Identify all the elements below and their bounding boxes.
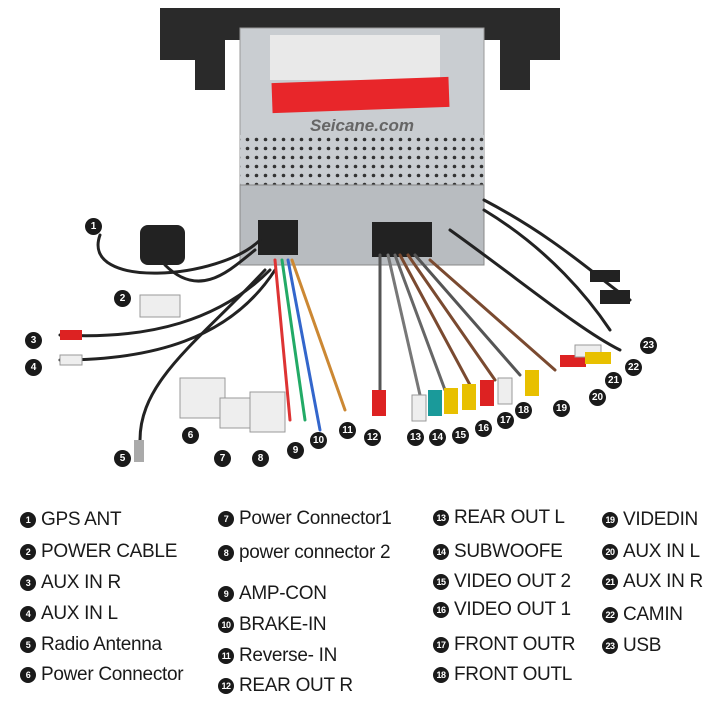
legend-item: 16 VIDEO OUT 1 bbox=[433, 599, 571, 621]
marker-4: 4 bbox=[25, 359, 42, 376]
legend-number-badge: 17 bbox=[433, 637, 449, 653]
legend-number-badge: 23 bbox=[602, 638, 618, 654]
legend-label: AUX IN L bbox=[623, 541, 700, 562]
legend-item: 1 GPS ANT bbox=[20, 509, 122, 531]
legend-number-badge: 3 bbox=[20, 575, 36, 591]
legend-item: 5 Radio Antenna bbox=[20, 634, 162, 656]
legend-item: 4 AUX IN L bbox=[20, 603, 118, 625]
legend-number-badge: 8 bbox=[218, 545, 234, 561]
legend-number-badge: 19 bbox=[602, 512, 618, 528]
legend-label: Power Connector bbox=[41, 664, 184, 685]
legend-number-badge: 4 bbox=[20, 606, 36, 622]
marker-19: 19 bbox=[553, 400, 570, 417]
marker-10: 10 bbox=[310, 432, 327, 449]
legend-label: power connector 2 bbox=[239, 542, 391, 563]
marker-6: 6 bbox=[182, 427, 199, 444]
legend-label: Power Connector1 bbox=[239, 508, 392, 529]
marker-9: 9 bbox=[287, 442, 304, 459]
legend-label: AUX IN R bbox=[623, 571, 703, 592]
product-photo: Seicane.com 1 2 3 4 5 6 7 8 9 10 11 12 1… bbox=[25, 8, 657, 467]
legend-item: 18 FRONT OUTL bbox=[433, 664, 572, 686]
marker-15: 15 bbox=[452, 427, 469, 444]
legend-item: 3 AUX IN R bbox=[20, 572, 121, 594]
legend-item: 10 BRAKE-IN bbox=[218, 614, 327, 636]
legend-item: 11 Reverse- IN bbox=[218, 645, 337, 667]
legend-number-badge: 22 bbox=[602, 607, 618, 623]
legend-item: 17 FRONT OUTR bbox=[433, 634, 576, 656]
marker-16: 16 bbox=[475, 420, 492, 437]
legend-label: REAR OUT L bbox=[454, 507, 565, 528]
marker-2: 2 bbox=[114, 290, 131, 307]
legend-label: FRONT OUTL bbox=[454, 664, 573, 685]
marker-14: 14 bbox=[429, 429, 446, 446]
marker-21: 21 bbox=[605, 372, 622, 389]
legend-number-badge: 11 bbox=[218, 648, 234, 664]
warning-sticker bbox=[271, 76, 450, 114]
legend-label: BRAKE-IN bbox=[239, 614, 327, 635]
legend-label: AUX IN L bbox=[41, 603, 118, 624]
legend-label: USB bbox=[623, 635, 662, 656]
legend-label: SUBWOOFE bbox=[454, 541, 563, 562]
marker-23: 23 bbox=[640, 337, 657, 354]
legend-label: VIDEO OUT 2 bbox=[454, 571, 571, 592]
legend-item: 22 CAMIN bbox=[602, 604, 683, 626]
legend-item: 14 SUBWOOFE bbox=[433, 541, 563, 563]
legend-item: 21 AUX IN R bbox=[602, 571, 703, 593]
legend-number-badge: 18 bbox=[433, 667, 449, 683]
legend-item: 19 VIDEDIN bbox=[602, 509, 698, 531]
marker-13: 13 bbox=[407, 429, 424, 446]
marker-8: 8 bbox=[252, 450, 269, 467]
legend-number-badge: 5 bbox=[20, 637, 36, 653]
marker-3: 3 bbox=[25, 332, 42, 349]
legend-item: 7 Power Connector1 bbox=[218, 508, 392, 530]
rca-plugs bbox=[59, 270, 630, 462]
legend-label: CAMIN bbox=[623, 604, 683, 625]
legend-item: 9 AMP-CON bbox=[218, 583, 327, 605]
legend-number-badge: 1 bbox=[20, 512, 36, 528]
legend-label: AUX IN R bbox=[41, 572, 121, 593]
marker-1: 1 bbox=[85, 218, 102, 235]
legend-number-badge: 10 bbox=[218, 617, 234, 633]
marker-22: 22 bbox=[625, 359, 642, 376]
legend-item: 12 REAR OUT R bbox=[218, 675, 353, 697]
legend-label: VIDEDIN bbox=[623, 509, 698, 530]
marker-17: 17 bbox=[497, 412, 514, 429]
legend-number-badge: 2 bbox=[20, 544, 36, 560]
legend-label: AMP-CON bbox=[239, 583, 327, 604]
legend-number-badge: 6 bbox=[20, 667, 36, 683]
legend-label: GPS ANT bbox=[41, 509, 122, 530]
marker-11: 11 bbox=[339, 422, 356, 439]
marker-5: 5 bbox=[114, 450, 131, 467]
legend-number-badge: 15 bbox=[433, 574, 449, 590]
marker-20: 20 bbox=[589, 389, 606, 406]
legend-number-badge: 16 bbox=[433, 602, 449, 618]
marker-18: 18 bbox=[515, 402, 532, 419]
head-unit-illustration bbox=[58, 8, 632, 462]
legend-label: FRONT OUTR bbox=[454, 634, 576, 655]
legend-label: VIDEO OUT 1 bbox=[454, 599, 571, 620]
marker-12: 12 bbox=[364, 429, 381, 446]
legend-label: Reverse- IN bbox=[239, 645, 338, 666]
brand-watermark: Seicane.com bbox=[310, 116, 414, 135]
legend-number-badge: 20 bbox=[602, 544, 618, 560]
legend-number-badge: 7 bbox=[218, 511, 234, 527]
legend-label: Radio Antenna bbox=[41, 634, 162, 655]
legend-item: 15 VIDEO OUT 2 bbox=[433, 571, 571, 593]
legend-item: 6 Power Connector bbox=[20, 664, 184, 686]
legend-item: 8 power connector 2 bbox=[218, 542, 391, 564]
legend-label: REAR OUT R bbox=[239, 675, 353, 696]
legend-item: 20 AUX IN L bbox=[602, 541, 700, 563]
marker-7: 7 bbox=[214, 450, 231, 467]
legend-number-badge: 12 bbox=[218, 678, 234, 694]
gps-antenna bbox=[140, 225, 185, 265]
legend-number-badge: 13 bbox=[433, 510, 449, 526]
legend-item: 23 USB bbox=[602, 635, 661, 657]
legend-label: POWER CABLE bbox=[41, 541, 178, 562]
legend-number-badge: 14 bbox=[433, 544, 449, 560]
legend-number-badge: 21 bbox=[602, 574, 618, 590]
legend-number-badge: 9 bbox=[218, 586, 234, 602]
label-sheet bbox=[270, 35, 440, 80]
legend-item: 2 POWER CABLE bbox=[20, 541, 177, 563]
legend-item: 13 REAR OUT L bbox=[433, 507, 565, 529]
